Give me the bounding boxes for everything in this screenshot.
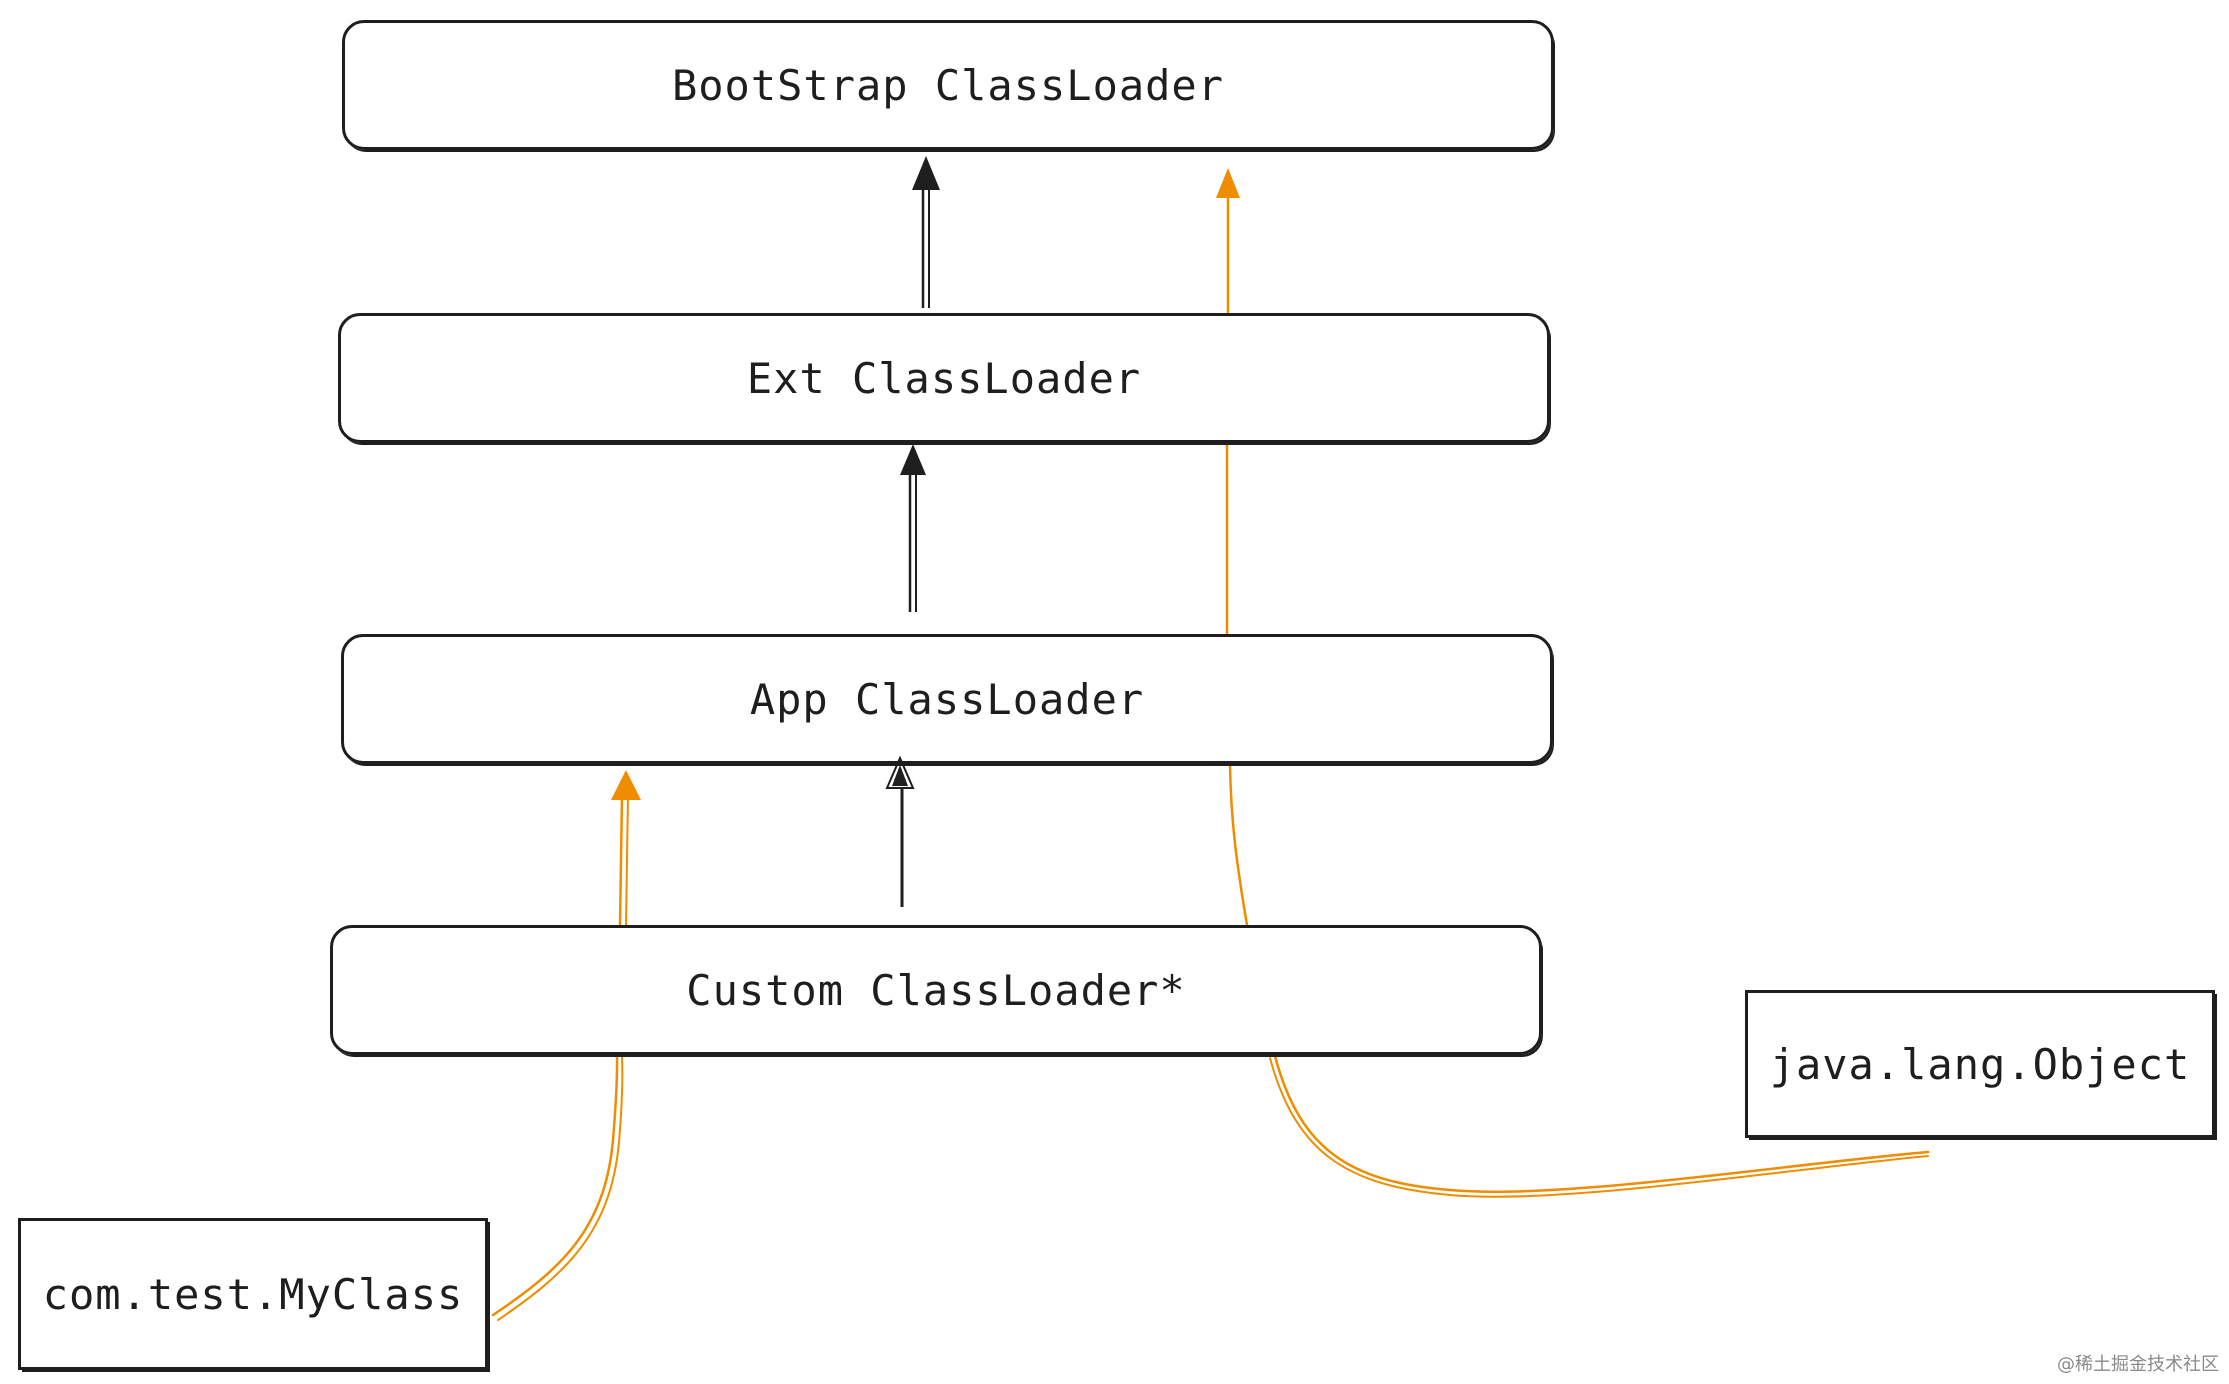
app-classloader-label: App ClassLoader bbox=[749, 674, 1145, 724]
arrow-app-to-ext bbox=[900, 444, 926, 612]
java-lang-object-node: java.lang.Object bbox=[1745, 990, 2215, 1138]
java-lang-object-label: java.lang.Object bbox=[1769, 1039, 2191, 1089]
watermark: @稀土掘金技术社区 bbox=[2057, 1354, 2219, 1375]
orange-path-myclass bbox=[491, 770, 641, 1321]
ext-classloader-node: Ext ClassLoader bbox=[338, 313, 1550, 443]
myclass-label: com.test.MyClass bbox=[42, 1269, 464, 1319]
app-classloader-node: App ClassLoader bbox=[341, 634, 1553, 764]
custom-classloader-label: Custom ClassLoader* bbox=[686, 965, 1186, 1015]
custom-classloader-node: Custom ClassLoader* bbox=[330, 925, 1542, 1055]
ext-classloader-label: Ext ClassLoader bbox=[746, 353, 1142, 403]
bootstrap-classloader-label: BootStrap ClassLoader bbox=[671, 60, 1224, 110]
arrow-custom-to-app bbox=[885, 755, 915, 907]
arrow-ext-to-bootstrap bbox=[912, 156, 940, 308]
orange-path-object bbox=[1216, 168, 1930, 1198]
bootstrap-classloader-node: BootStrap ClassLoader bbox=[342, 20, 1554, 150]
myclass-node: com.test.MyClass bbox=[18, 1218, 488, 1370]
